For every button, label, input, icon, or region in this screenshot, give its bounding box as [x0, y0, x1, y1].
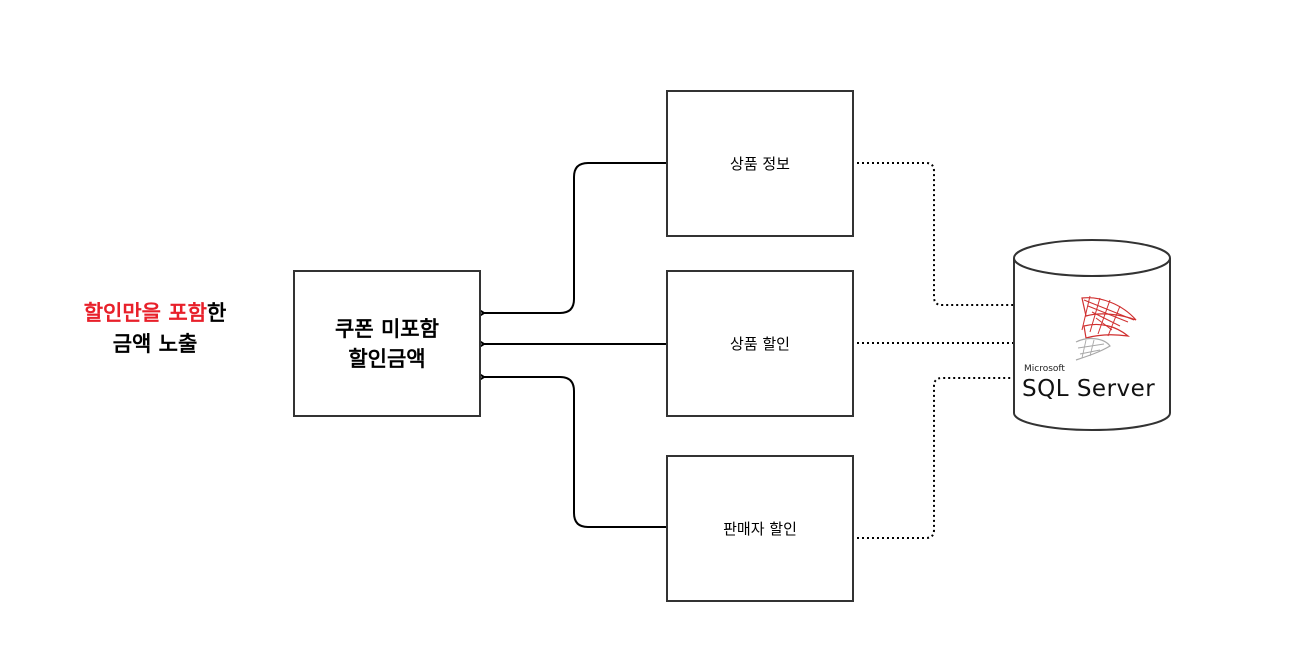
source-box-product-info: 상품 정보 [666, 90, 854, 237]
source-label: 상품 정보 [730, 155, 790, 173]
source-box-seller-discount: 판매자 할인 [666, 455, 854, 602]
source-box-product-discount: 상품 할인 [666, 270, 854, 417]
arrow-seller-discount [475, 371, 666, 528]
caption-highlight-1: 할인만을 [83, 301, 161, 325]
target-box-coupon-excluded-discount: 쿠폰 미포함 할인금액 [293, 270, 481, 417]
target-line-2: 할인금액 [348, 346, 426, 371]
summary-caption: 할인만을 포함한 금액 노출 [40, 298, 270, 360]
caption-line-2: 금액 노출 [112, 332, 198, 356]
database-cylinder [1013, 239, 1171, 431]
caption-highlight-2: 포함 [168, 301, 207, 325]
caption-suffix: 한 [206, 301, 227, 325]
source-label: 판매자 할인 [723, 520, 797, 538]
database-brand: Microsoft [1024, 364, 1065, 374]
dotted-link-product-info [852, 162, 1016, 306]
arrow-product-info [475, 162, 666, 319]
database-name: SQL Server [1022, 376, 1156, 402]
target-line-1: 쿠폰 미포함 [335, 316, 439, 341]
source-label: 상품 할인 [730, 335, 790, 353]
caption-line-1: 할인만을 포함한 [40, 298, 270, 329]
sql-server-logo-icon [1075, 295, 1137, 361]
dotted-link-seller-discount [852, 377, 1016, 539]
